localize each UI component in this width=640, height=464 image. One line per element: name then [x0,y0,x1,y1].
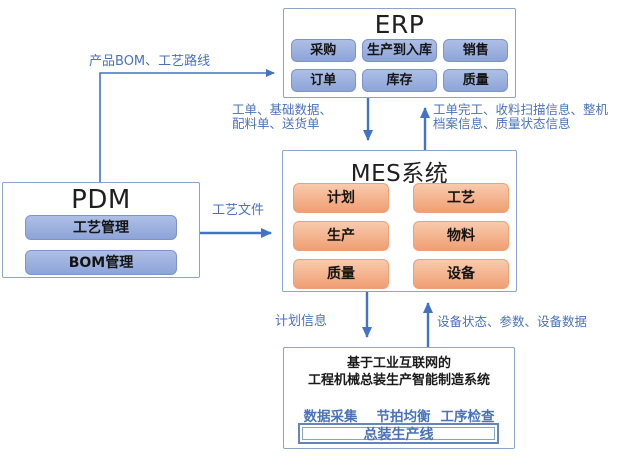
pdm-module-bom-management: BOM管理 [25,250,177,275]
erp-module-production-to-warehouse: 生产到入库 [361,39,438,62]
mes-module-quality: 质量 [293,259,389,289]
mes-box: MES系统 计划 工艺 生产 物料 质量 设备 [282,150,517,292]
erp-module-quality: 质量 [443,69,508,92]
mes-module-grid: 计划 工艺 生产 物料 质量 设备 [293,183,509,289]
label-erp-to-mes: 工单、基础数据、 配料单、送货单 [232,103,332,131]
smart-factory-title-line1: 基于工业互联网的 [346,356,451,371]
smart-factory-title: 基于工业互联网的 工程机械总装生产智能制造系统 [284,355,514,389]
feature-data-collection: 数据采集 [303,409,358,425]
erp-box: ERP 采购 生产到入库 销售 订单 库存 质量 [283,8,516,98]
arrow-pdm-to-erp [99,69,275,182]
label-mes-to-factory: 计划信息 [275,314,328,329]
erp-row-1: 采购 生产到入库 销售 [291,39,508,62]
label-mes-to-erp: 工单完工、收料扫描信息、整机 档案信息、质量状态信息 [433,103,608,131]
erp-module-orders: 订单 [291,69,356,92]
pdm-module-process-management: 工艺管理 [25,215,177,240]
feature-process-inspection: 工序检查 [440,409,495,425]
erp-row-2: 订单 库存 质量 [291,69,508,92]
mes-module-process: 工艺 [413,183,509,213]
erp-module-inventory: 库存 [361,69,438,92]
label-factory-to-mes: 设备状态、参数、设备数据 [437,314,588,329]
mes-module-plan: 计划 [293,183,389,213]
erp-title: ERP [374,10,425,39]
label-pdm-to-mes: 工艺文件 [212,203,265,218]
pdm-box: PDM 工艺管理 BOM管理 [2,182,200,278]
mes-module-production: 生产 [293,221,389,251]
mes-title: MES系统 [350,161,449,187]
smart-factory-box: 基于工业互联网的 工程机械总装生产智能制造系统 数据采集 节拍均衡 工序检查 总… [283,347,515,449]
smart-factory-features: 数据采集 节拍均衡 工序检查 [284,405,514,425]
label-erp-to-mes-line1: 工单、基础数据、 [232,102,333,117]
assembly-line-label: 总装生产线 [302,427,495,443]
mes-module-equipment: 设备 [413,259,509,289]
erp-module-procurement: 采购 [291,39,356,62]
smart-factory-title-line2: 工程机械总装生产智能制造系统 [307,373,490,388]
label-erp-to-mes-line2: 配料单、送货单 [232,116,320,131]
label-pdm-to-erp: 产品BOM、工艺路线 [89,54,211,69]
erp-module-sales: 销售 [443,39,508,62]
mes-module-material: 物料 [413,221,509,251]
feature-takt-balancing: 节拍均衡 [376,409,431,425]
pdm-title: PDM [71,185,131,215]
label-mes-to-erp-line2: 档案信息、质量状态信息 [433,116,571,131]
label-mes-to-erp-line1: 工单完工、收料扫描信息、整机 [433,102,609,117]
assembly-line-box: 总装生产线 [298,423,499,444]
